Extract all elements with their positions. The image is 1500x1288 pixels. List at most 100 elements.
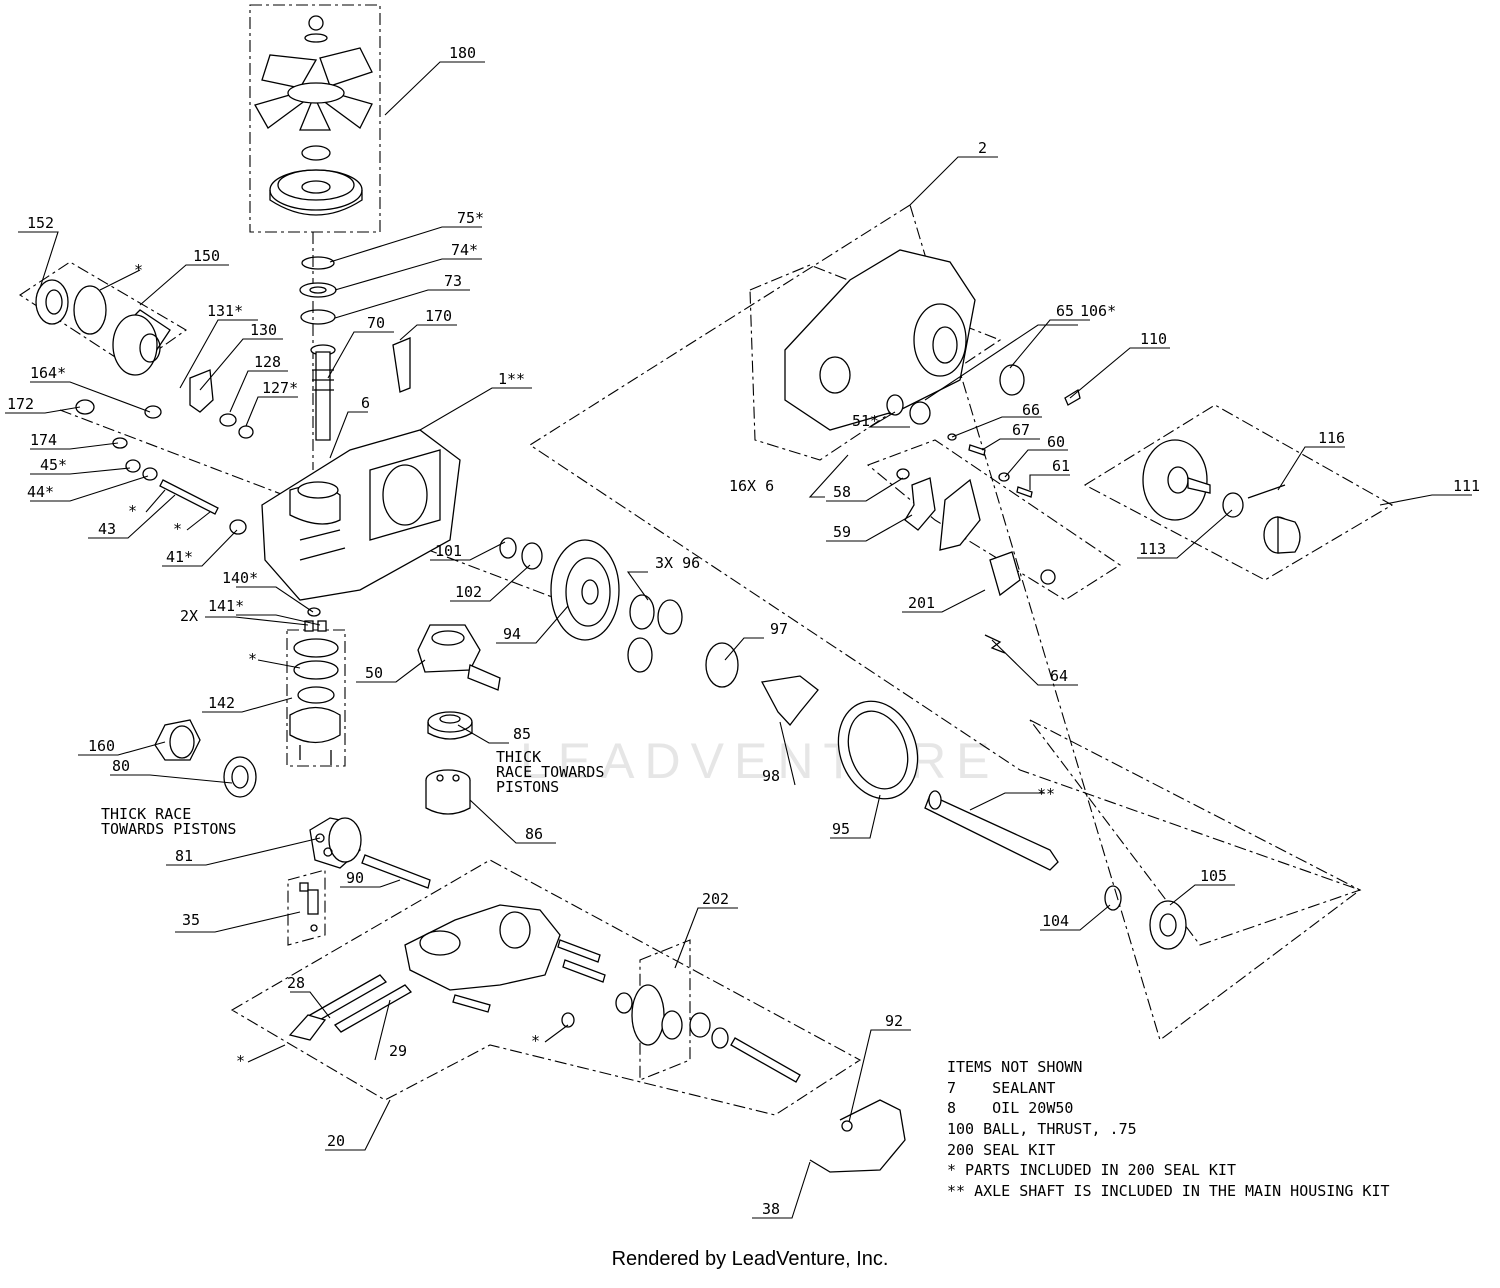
callout-star-3: *	[173, 520, 182, 538]
callout-75: 75*	[457, 209, 484, 227]
plug-icon	[561, 1012, 575, 1028]
callout-44: 44*	[27, 483, 54, 501]
key-110-icon	[1064, 388, 1081, 406]
cotter-pin-116-icon	[1247, 484, 1286, 499]
bushing-icon	[219, 413, 237, 427]
callout-131: 131*	[207, 302, 243, 320]
callout-90: 90	[346, 869, 364, 887]
sun-gear-97-icon	[705, 642, 739, 688]
tube-38-icon	[809, 1099, 906, 1173]
callout-35: 35	[182, 911, 200, 929]
center-section-icon	[404, 904, 561, 991]
pinion-gear-96b-icon	[657, 599, 683, 635]
callout-2x: 2X	[180, 607, 198, 625]
callout-70: 70	[367, 314, 385, 332]
washer-icon	[300, 309, 336, 325]
callout-94: 94	[503, 625, 521, 643]
callout-60: 60	[1047, 433, 1065, 451]
callout-128: 128	[254, 353, 281, 371]
callout-20: 20	[327, 1132, 345, 1150]
plug-141b-icon	[317, 620, 327, 632]
main-housing-icon	[261, 429, 461, 601]
pinion-gear-96a-icon	[629, 594, 655, 630]
ring-45-icon	[125, 459, 141, 473]
callout-73: 73	[444, 272, 462, 290]
callout-58: 58	[833, 483, 851, 501]
callout-130: 130	[250, 321, 277, 339]
ring-gear-95-icon	[837, 700, 919, 800]
callout-95: 95	[832, 820, 850, 838]
planet-carrier-98-icon	[760, 675, 819, 727]
callout-106: 106*	[1080, 302, 1116, 320]
washer-60-icon	[998, 472, 1010, 482]
callout-51: 51*	[852, 412, 879, 430]
gasket-icon	[288, 1014, 327, 1041]
filter-icon	[112, 309, 171, 376]
callout-180: 180	[449, 44, 476, 62]
notes-line: ** AXLE SHAFT IS INCLUDED IN THE MAIN HO…	[947, 1182, 1390, 1200]
wheel-hub-icon	[1142, 439, 1211, 521]
callout-star-1: *	[134, 261, 143, 279]
footer-credit: Rendered by LeadVenture, Inc.	[611, 1248, 889, 1270]
callout-140: 140*	[222, 569, 258, 587]
callout-105: 105	[1200, 867, 1227, 885]
callout-98: 98	[762, 767, 780, 785]
bearing-105-icon	[1149, 900, 1187, 950]
annotation-line: TOWARDS PISTONS	[101, 820, 236, 838]
ring-101-icon	[499, 537, 517, 559]
callout-3x96: 3X 96	[655, 554, 700, 572]
axle-outline	[1029, 719, 1362, 946]
plug-141a-icon	[304, 620, 314, 632]
annotation-line: PISTONS	[496, 778, 559, 796]
ring-44-icon	[142, 467, 158, 481]
swashplate-icon	[417, 624, 501, 691]
thrust-bearing-85-icon	[427, 711, 473, 740]
callout-6: 6	[361, 394, 370, 412]
axis-line-left	[59, 409, 561, 601]
callout-170: 170	[425, 307, 452, 325]
annotation-line: THICK	[496, 748, 541, 766]
callout-110: 110	[1140, 330, 1167, 348]
callout-45: 45*	[40, 456, 67, 474]
thrust-bearing-80-icon	[223, 756, 257, 798]
brake-assembly-icon	[939, 478, 1056, 597]
callout-164: 164*	[30, 364, 66, 382]
callout-104: 104	[1042, 912, 1069, 930]
thick-race-annotation-1: THICK RACE TOWARDS PISTONS	[496, 748, 604, 796]
ring-65-icon	[909, 401, 931, 425]
callout-201: 201	[908, 594, 935, 612]
bolt-20c-icon	[562, 959, 606, 983]
bracket-59-icon	[904, 477, 936, 531]
callout-50: 50	[365, 664, 383, 682]
annotation-line: RACE TOWARDS	[496, 763, 604, 781]
callout-172: 172	[7, 395, 34, 413]
callout-38: 38	[762, 1200, 780, 1218]
axle-shaft-icon	[924, 790, 1059, 871]
fitting-92-icon	[841, 1120, 853, 1132]
nut-113-icon	[1222, 492, 1244, 518]
notes-line: 100 BALL, THRUST, .75	[947, 1120, 1137, 1138]
callout-141: 141*	[208, 597, 244, 615]
hub-cap-icon	[1263, 516, 1301, 554]
callout-41: 41*	[166, 548, 193, 566]
callout-116: 116	[1318, 429, 1345, 447]
seal-41-icon	[229, 519, 247, 535]
filter-o-ring-icon	[73, 285, 107, 335]
callout-labels: 180 2 152 150 75* 74* 73 131* 130 70 170…	[7, 44, 1480, 1218]
callout-16x6: 16X 6	[729, 477, 774, 495]
spring-64-icon	[984, 634, 1006, 654]
o-ring-140-icon	[307, 607, 321, 617]
side-housing-icon	[784, 249, 976, 431]
washer-66-icon	[947, 433, 957, 441]
ring-104-icon	[1104, 885, 1122, 911]
callout-127: 127*	[262, 379, 298, 397]
plug-172-icon	[75, 399, 95, 415]
callout-star-5: *	[236, 1052, 245, 1070]
pulley-icon	[269, 169, 363, 216]
callout-150: 150	[193, 247, 220, 265]
bracket-kit-outline	[866, 439, 1122, 601]
hub-kit-outline	[1083, 404, 1394, 581]
washer-58-icon	[896, 468, 910, 480]
callout-86: 86	[525, 825, 543, 843]
